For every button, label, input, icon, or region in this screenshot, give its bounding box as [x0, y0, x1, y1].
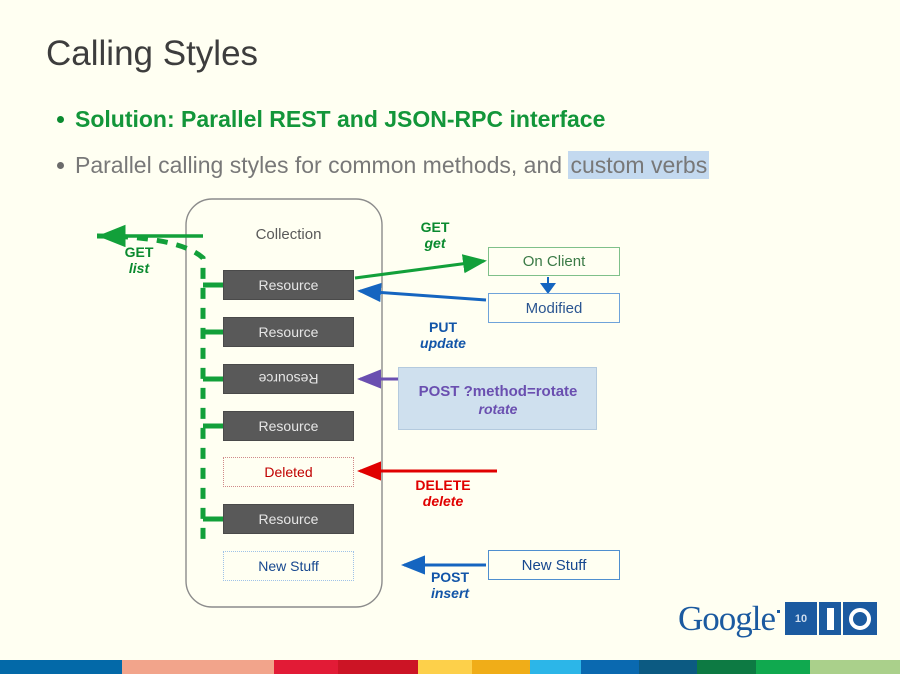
- verb-method: GET: [420, 219, 450, 235]
- bullet-text-solution: Solution: Parallel REST and JSON-RPC int…: [75, 106, 606, 132]
- triangle-down-icon: [540, 283, 556, 294]
- resource-item-3-rotated[interactable]: Resource: [223, 364, 354, 394]
- rotate-highlight-panel: [398, 367, 597, 430]
- resource-item-2[interactable]: Resource: [223, 317, 354, 347]
- color-bar-segment-3: [273, 660, 339, 674]
- verb-rpc: delete: [422, 492, 464, 509]
- color-bar-segment-11: [756, 660, 811, 674]
- verb-method: DELETE: [415, 477, 471, 493]
- io-badge-year: 10: [785, 602, 818, 635]
- color-bar-segment-2: [122, 660, 274, 674]
- io-badge-o-icon: [843, 602, 878, 635]
- bullet-item-solution: Solution: Parallel REST and JSON-RPC int…: [57, 106, 605, 133]
- color-bar-segment-1: [0, 660, 123, 674]
- resource-item-label: Resource: [258, 418, 319, 434]
- verb-rpc: get: [424, 234, 446, 251]
- color-bar-segment-4: [338, 660, 418, 674]
- io-letter-o-shape: [849, 607, 872, 630]
- color-bar-segment-7: [530, 660, 581, 674]
- verb-label-post-insert: POST insert: [410, 569, 490, 601]
- verb-label-get-list: GET list: [104, 244, 174, 276]
- collection-container-shape: [185, 198, 383, 608]
- verb-method: POST: [430, 569, 470, 585]
- bullet-dot-icon: [57, 116, 64, 123]
- new-stuff-source-box[interactable]: New Stuff: [488, 550, 620, 580]
- google-trademark-dot-icon: [777, 610, 781, 613]
- color-bar-segment-6: [471, 660, 531, 674]
- bullet-item-parallel: Parallel calling styles for common metho…: [57, 151, 710, 179]
- verb-rpc: update: [420, 334, 466, 351]
- modified-box[interactable]: Modified: [488, 293, 620, 323]
- verb-label-get-get: GET get: [400, 219, 470, 251]
- color-bar-segment-10: [696, 660, 757, 674]
- on-client-box[interactable]: On Client: [488, 247, 620, 276]
- color-bar-segment-9: [639, 660, 697, 674]
- new-stuff-item[interactable]: New Stuff: [223, 551, 354, 581]
- color-bar-segment-8: [580, 660, 640, 674]
- google-wordmark: Google: [678, 599, 776, 638]
- bullet-dot-icon: [57, 162, 64, 169]
- color-bar-segment-5: [417, 660, 472, 674]
- verb-label-post-rotate: POST ?method=rotate rotate: [403, 383, 593, 418]
- resource-item-5[interactable]: Resource: [223, 504, 354, 534]
- google-io-logo: Google 10: [678, 599, 878, 638]
- verb-rpc: insert: [430, 584, 470, 601]
- verb-label-delete: DELETE delete: [398, 477, 488, 509]
- resource-item-1[interactable]: Resource: [223, 270, 354, 300]
- color-bar-segment-12: [810, 660, 900, 674]
- resource-item-4[interactable]: Resource: [223, 411, 354, 441]
- deleted-item[interactable]: Deleted: [223, 457, 354, 487]
- modified-label: Modified: [525, 299, 583, 317]
- resource-item-label: Resource: [258, 371, 319, 387]
- verb-rpc: rotate: [478, 401, 518, 417]
- collection-label: Collection: [255, 226, 322, 243]
- deleted-item-label: Deleted: [264, 464, 313, 480]
- resource-item-label: Resource: [258, 277, 319, 293]
- collection-tree-trunk: [96, 233, 206, 540]
- footer-color-bar: [0, 660, 900, 674]
- resource-item-label: Resource: [258, 511, 319, 527]
- io-letter-i-shape: [826, 607, 834, 630]
- resource-item-label: Resource: [258, 324, 319, 340]
- io-badge-i-icon: [819, 602, 842, 635]
- verb-method: PUT: [429, 319, 457, 335]
- page-title: Calling Styles: [46, 34, 259, 73]
- new-stuff-item-label: New Stuff: [258, 558, 319, 574]
- new-stuff-source-label: New Stuff: [521, 556, 587, 574]
- verb-method: POST ?method=rotate: [418, 383, 578, 400]
- on-client-label: On Client: [522, 253, 586, 270]
- arrow-put-update: [357, 282, 487, 303]
- arrow-get-get: [354, 254, 487, 280]
- bullet-text-parallel: Parallel calling styles for common metho…: [75, 151, 710, 179]
- bullet-text-highlight: custom verbs: [568, 151, 710, 179]
- bullet-text-plain: Parallel calling styles for common metho…: [75, 152, 569, 178]
- verb-method: GET: [124, 244, 154, 260]
- verb-label-put-update: PUT update: [403, 319, 483, 351]
- verb-rpc: list: [128, 259, 150, 276]
